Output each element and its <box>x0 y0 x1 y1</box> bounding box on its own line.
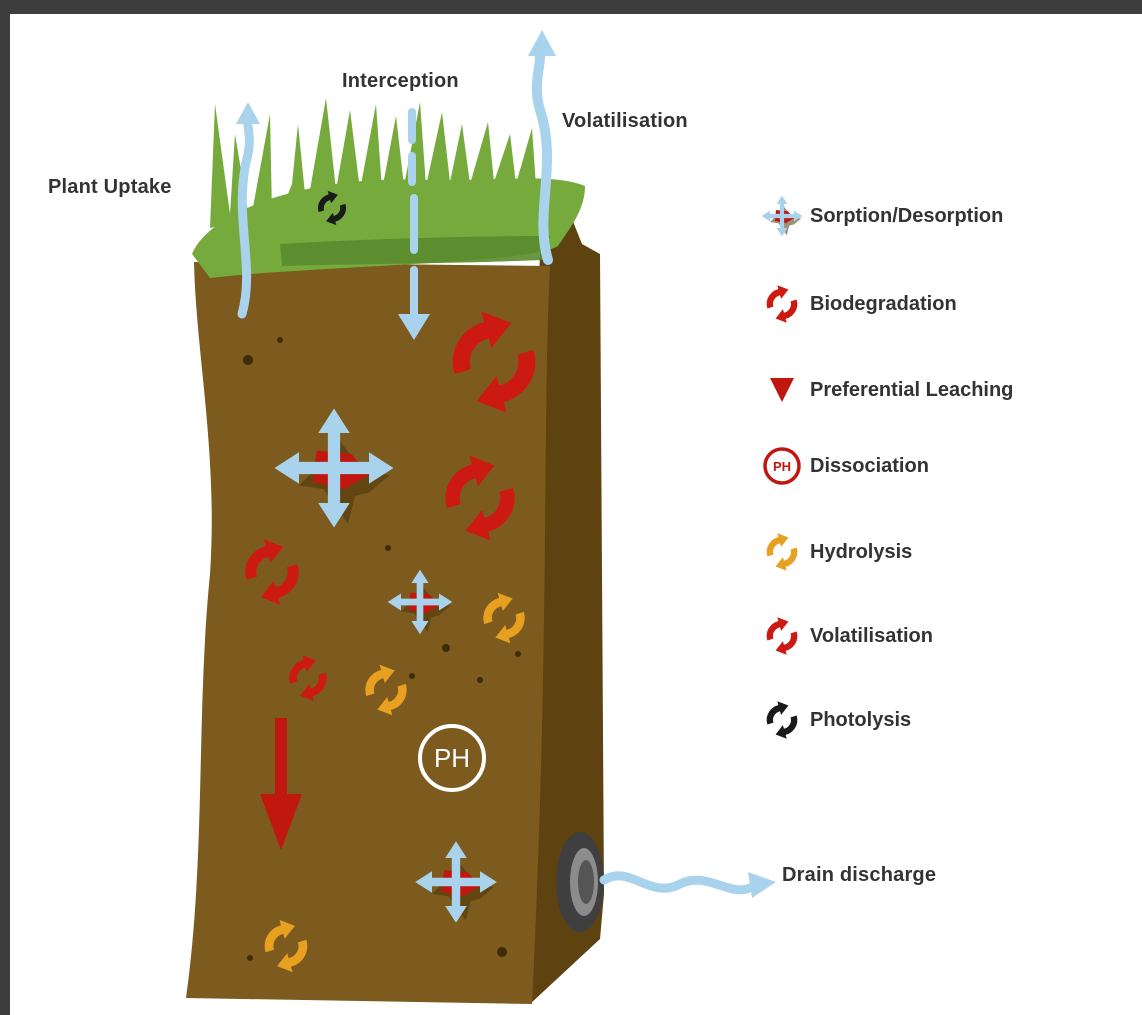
volatilisation-cycle-icon <box>754 614 810 658</box>
plant-uptake-label: Plant Uptake <box>48 176 172 199</box>
legend-label: Volatilisation <box>810 625 933 648</box>
legend-item-biodegradation: Biodegradation <box>754 282 1134 326</box>
drain-discharge-arrowhead <box>748 872 776 898</box>
legend-item-sorption: Sorption/Desorption <box>754 194 1134 238</box>
drain-pipe <box>556 832 604 932</box>
legend-label: Biodegradation <box>810 293 957 316</box>
legend-item-photolysis: Photolysis <box>754 698 1134 742</box>
legend-label: Hydrolysis <box>810 541 912 564</box>
legend-item-volatilisation: Volatilisation <box>754 614 1134 658</box>
volatilisation-arrowhead <box>528 30 556 56</box>
interception-arrow <box>412 112 414 320</box>
soil-column-illustration: PH <box>10 14 1142 1015</box>
legend-label: Photolysis <box>810 709 911 732</box>
sorption-cross-icon <box>754 194 810 238</box>
soil-block <box>186 262 550 1004</box>
photolysis-cycle-icon <box>754 698 810 742</box>
volatilisation-label: Volatilisation <box>562 110 688 133</box>
ph-circle-icon: PH <box>754 444 810 488</box>
legend-label: Dissociation <box>810 455 929 478</box>
legend-item-hydrolysis: Hydrolysis <box>754 530 1134 574</box>
leaching-triangle-icon <box>754 368 810 412</box>
plant-uptake-arrowhead <box>236 102 260 124</box>
diagram-canvas: PH Interception Volatilisation Plant Upt… <box>10 14 1142 1015</box>
legend-item-leaching: Preferential Leaching <box>754 368 1134 412</box>
ph-icon-text: PH <box>773 459 791 474</box>
interception-label: Interception <box>342 70 459 93</box>
volatilisation-arrow <box>537 50 548 260</box>
ph-marker-text: PH <box>434 743 470 773</box>
legend-label: Sorption/Desorption <box>810 205 1003 228</box>
drain-discharge-arrow <box>604 876 754 890</box>
legend-label: Preferential Leaching <box>810 379 1013 402</box>
legend-item-dissociation: PH Dissociation <box>754 444 1134 488</box>
hydrolysis-cycle-icon <box>754 530 810 574</box>
drain-discharge-label: Drain discharge <box>782 864 936 887</box>
biodegradation-cycle-icon <box>754 282 810 326</box>
